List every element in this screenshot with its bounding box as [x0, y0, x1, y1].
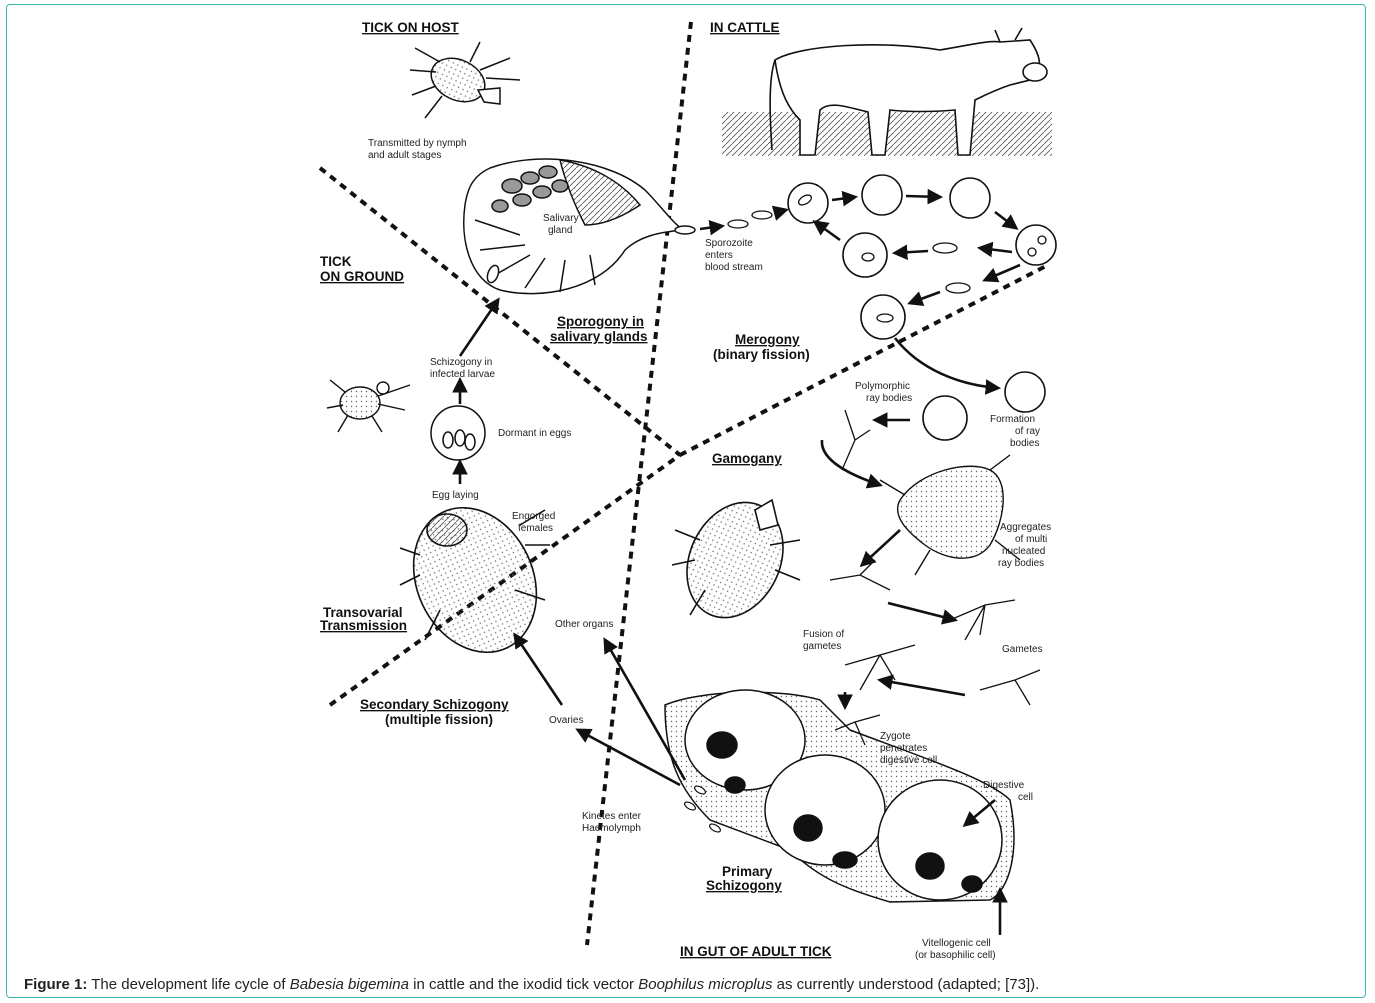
adult-tick-middle: [669, 487, 801, 634]
red-blood-cells: [788, 175, 1056, 440]
label-fusion-1: Fusion of: [803, 629, 844, 640]
label-kinetes-2: Haemolymph: [582, 823, 641, 834]
heading-gamogany: Gamogany: [712, 451, 782, 466]
heading-merogony-2: (binary fission): [713, 347, 810, 362]
arrow-aggregates-to-ray: [862, 530, 900, 565]
label-aggregates-1: Aggregates: [1000, 522, 1051, 533]
life-cycle-diagram: TICK ON HOST IN CATTLE TICK ON GROUND Sp…: [0, 0, 1375, 970]
arrow-rbc-1: [832, 197, 855, 200]
label-digestive-2: cell: [1018, 792, 1033, 803]
larva-tick-illustration: [327, 380, 410, 432]
arrow-gametes-to-fusion: [880, 680, 965, 695]
heading-in-cattle: IN CATTLE: [710, 20, 780, 35]
arrow-rbc-8: [910, 292, 940, 303]
label-aggregates-4: ray bodies: [998, 558, 1044, 569]
arrow-rbc-4: [980, 248, 1012, 252]
egg-illustration: [431, 406, 485, 460]
label-formation-2: of ray: [1015, 426, 1040, 437]
aggregates-illustration: [880, 455, 1020, 575]
label-polymorphic-2: ray bodies: [866, 393, 912, 404]
heading-tick-on-ground-1: TICK: [320, 254, 352, 269]
heading-tick-on-ground-2: ON GROUND: [320, 269, 404, 284]
heading-merogony-1: Merogony: [735, 332, 800, 347]
gut-cells-illustration: [665, 690, 1014, 902]
tick-on-host-illustration: [410, 42, 520, 118]
label-aggregates-3: nucleated: [1002, 546, 1045, 557]
arrow-to-aggregates: [822, 440, 880, 485]
label-zygote-1: Zygote: [880, 731, 911, 742]
arrow-to-gametes: [888, 603, 955, 620]
ray-bodies-and-gametes: [830, 410, 1040, 745]
label-engorged-1: Engorged: [512, 511, 555, 522]
label-salivary-2: gland: [548, 225, 572, 236]
arrow-sporozoite-2: [775, 210, 786, 213]
heading-sporogony-1: Sporogony in: [557, 314, 644, 329]
label-formation-1: Formation: [990, 414, 1035, 425]
caption-text-1: The development life cycle of: [87, 976, 289, 993]
label-salivary-1: Salivary: [543, 213, 579, 224]
arrow-rbc-3: [995, 212, 1016, 228]
heading-primary-2: Schizogony: [706, 878, 782, 893]
label-formation-3: bodies: [1010, 438, 1039, 449]
label-schizogony-larvae-1: Schizogony in: [430, 357, 492, 368]
label-egg-laying: Egg laying: [432, 490, 479, 501]
arrow-to-ray-formation: [895, 338, 998, 388]
caption-species-1: Babesia bigemina: [290, 976, 409, 993]
heading-in-gut: IN GUT OF ADULT TICK: [680, 944, 832, 959]
arrow-sporozoite-1: [700, 226, 722, 229]
label-transmitted-1: Transmitted by nymph: [368, 138, 467, 149]
label-zygote-3: digestive cell: [880, 755, 937, 766]
arrow-rbc-2: [906, 196, 940, 197]
label-sporozoite-1: Sporozoite: [705, 238, 753, 249]
arrow-rbc-7: [985, 265, 1020, 280]
caption-species-2: Boophilus microplus: [638, 976, 772, 993]
label-kinetes-1: Kinetes enter: [582, 811, 642, 822]
label-other-organs: Other organs: [555, 619, 613, 630]
label-vitellogenic-2: (or basophilic cell): [915, 950, 996, 961]
label-zygote-2: penetrates: [880, 743, 927, 754]
label-sporozoite-2: enters: [705, 250, 733, 261]
heading-tick-on-host: TICK ON HOST: [362, 20, 460, 35]
arrow-rbc-6: [815, 222, 840, 240]
heading-secondary-2: (multiple fission): [385, 712, 493, 727]
label-schizogony-larvae-2: infected larvae: [430, 369, 495, 380]
label-aggregates-2: of multi: [1015, 534, 1047, 545]
heading-transovarial-2: Transmission: [320, 618, 407, 633]
arrow-rbc-5: [895, 251, 928, 253]
caption-text-2: in cattle and the ixodid tick vector: [409, 976, 638, 993]
cow-illustration: [722, 28, 1052, 156]
label-digestive-1: Digestive: [983, 780, 1025, 791]
arrow-kinetes-to-ovaries: [578, 730, 680, 785]
salivary-gland-illustration: [464, 159, 695, 294]
label-polymorphic-1: Polymorphic: [855, 381, 910, 392]
label-ovaries: Ovaries: [549, 715, 583, 726]
label-vitellogenic-1: Vitellogenic cell: [922, 938, 991, 949]
label-sporozoite-3: blood stream: [705, 262, 763, 273]
label-gametes: Gametes: [1002, 644, 1043, 655]
caption-text-3: as currently understood (adapted; [73]).: [772, 976, 1039, 993]
arrow-schizogony-to-gland: [460, 300, 498, 356]
arrow-ovaries-to-female: [515, 635, 562, 705]
heading-secondary-1: Secondary Schizogony: [360, 697, 509, 712]
label-fusion-2: gametes: [803, 641, 841, 652]
figure-caption: Figure 1: The development life cycle of …: [24, 976, 1354, 993]
heading-sporogony-2: salivary glands: [550, 329, 648, 344]
label-transmitted-2: and adult stages: [368, 150, 441, 161]
caption-prefix: Figure 1:: [24, 976, 87, 993]
label-engorged-2: females: [518, 523, 553, 534]
label-dormant: Dormant in eggs: [498, 428, 571, 439]
heading-primary-1: Primary: [722, 864, 773, 879]
